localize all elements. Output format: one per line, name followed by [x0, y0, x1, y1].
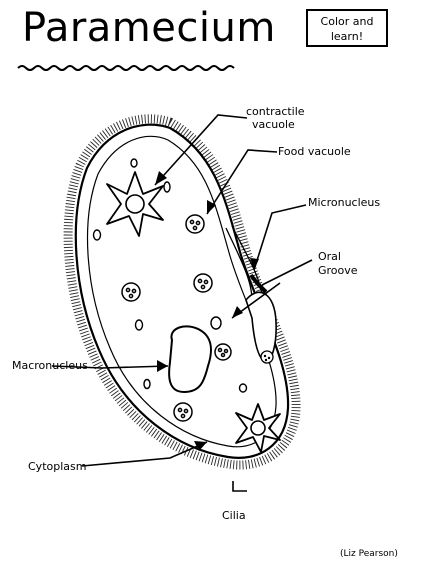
contractile-vacuole-top — [106, 171, 164, 237]
inner-membrane — [87, 135, 277, 448]
label-contractile-vacuole-1: contractile — [246, 105, 305, 118]
label-cilia: Cilia — [222, 509, 246, 522]
food-vacuoles — [121, 214, 232, 422]
label-cytoplasm: Cytoplasm — [28, 460, 87, 473]
label-oral-groove-2: Groove — [318, 264, 358, 277]
author-credit: (Liz Pearson) — [340, 549, 398, 559]
label-oral-groove-1: Oral — [318, 250, 341, 263]
arrowheads — [155, 171, 259, 451]
cytoplasm-granules — [92, 158, 248, 393]
color-and-learn-badge: Color and learn! — [306, 9, 388, 47]
badge-line-1: Color and — [320, 15, 374, 28]
label-contractile-vacuole-2: vacuole — [252, 118, 295, 131]
macronucleus — [168, 325, 212, 394]
page-title: Paramecium — [22, 5, 276, 51]
badge-line-2: learn! — [330, 30, 364, 43]
label-micronucleus: Micronucleus — [308, 196, 381, 209]
label-food-vacuole: Food vacuole — [278, 145, 351, 158]
contractile-vacuole-bottom — [235, 403, 281, 453]
title-underline — [17, 65, 235, 71]
leader-lines — [51, 114, 313, 492]
label-macronucleus: Macronucleus — [12, 359, 88, 372]
